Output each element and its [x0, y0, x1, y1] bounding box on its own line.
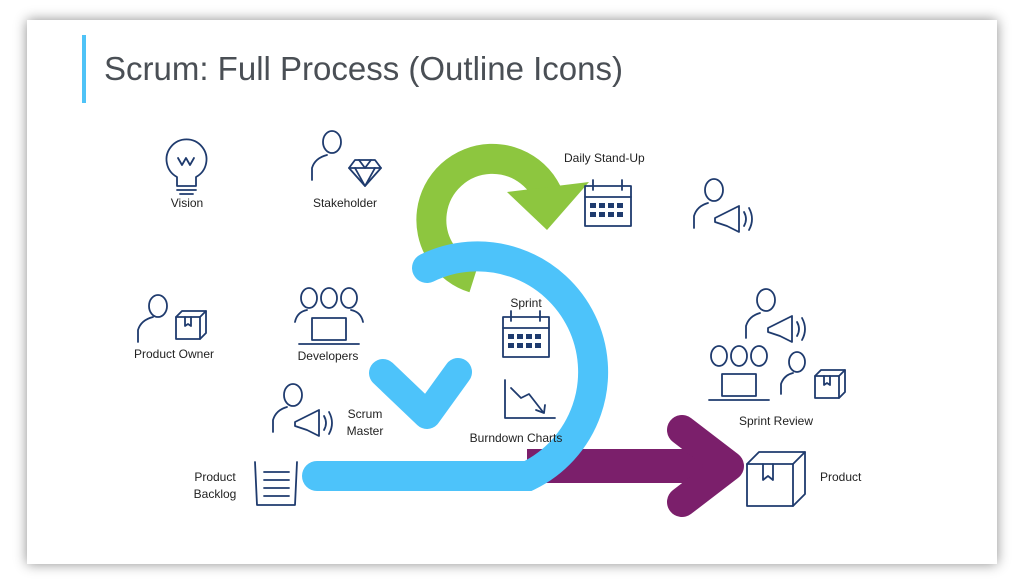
stakeholder-icon: [311, 130, 382, 187]
calendar-icon: [584, 179, 632, 227]
slide: Scrum: Full Process (Outline Icons): [27, 20, 997, 564]
burndown-chart-icon: [504, 379, 556, 419]
lightbulb-icon: [165, 138, 208, 195]
label-stakeholder: Stakeholder: [312, 196, 378, 210]
product-box-icon: [746, 451, 806, 507]
developers-icon: [294, 287, 364, 345]
label-vision: Vision: [170, 196, 204, 210]
label-scrum-master-line1: Scrum: [347, 407, 383, 421]
sprint-calendar-icon: [502, 310, 550, 358]
product-owner-icon: [137, 294, 207, 343]
label-sprint: Sprint: [510, 296, 542, 310]
title-accent-bar: [82, 35, 86, 103]
label-developers: Developers: [297, 349, 359, 363]
sprint-review-icons: [708, 288, 846, 401]
slide-title: Scrum: Full Process (Outline Icons): [104, 50, 623, 87]
megaphone-person-icon: [693, 178, 753, 233]
label-product-backlog-line2: Backlog: [193, 487, 237, 501]
label-product-backlog-line1: Product: [194, 470, 236, 484]
backlog-icon: [254, 461, 298, 506]
label-scrum-master-line2: Master: [346, 424, 384, 438]
label-product-owner: Product Owner: [133, 347, 215, 361]
label-product: Product: [820, 470, 862, 484]
label-sprint-review: Sprint Review: [738, 414, 814, 428]
scrum-diagram: [137, 130, 846, 517]
sprint-cycle-arrow: [302, 241, 609, 491]
label-burndown: Burndown Charts: [469, 431, 563, 445]
scrum-master-icon: [272, 383, 333, 437]
label-daily-standup: Daily Stand-Up: [564, 151, 645, 165]
